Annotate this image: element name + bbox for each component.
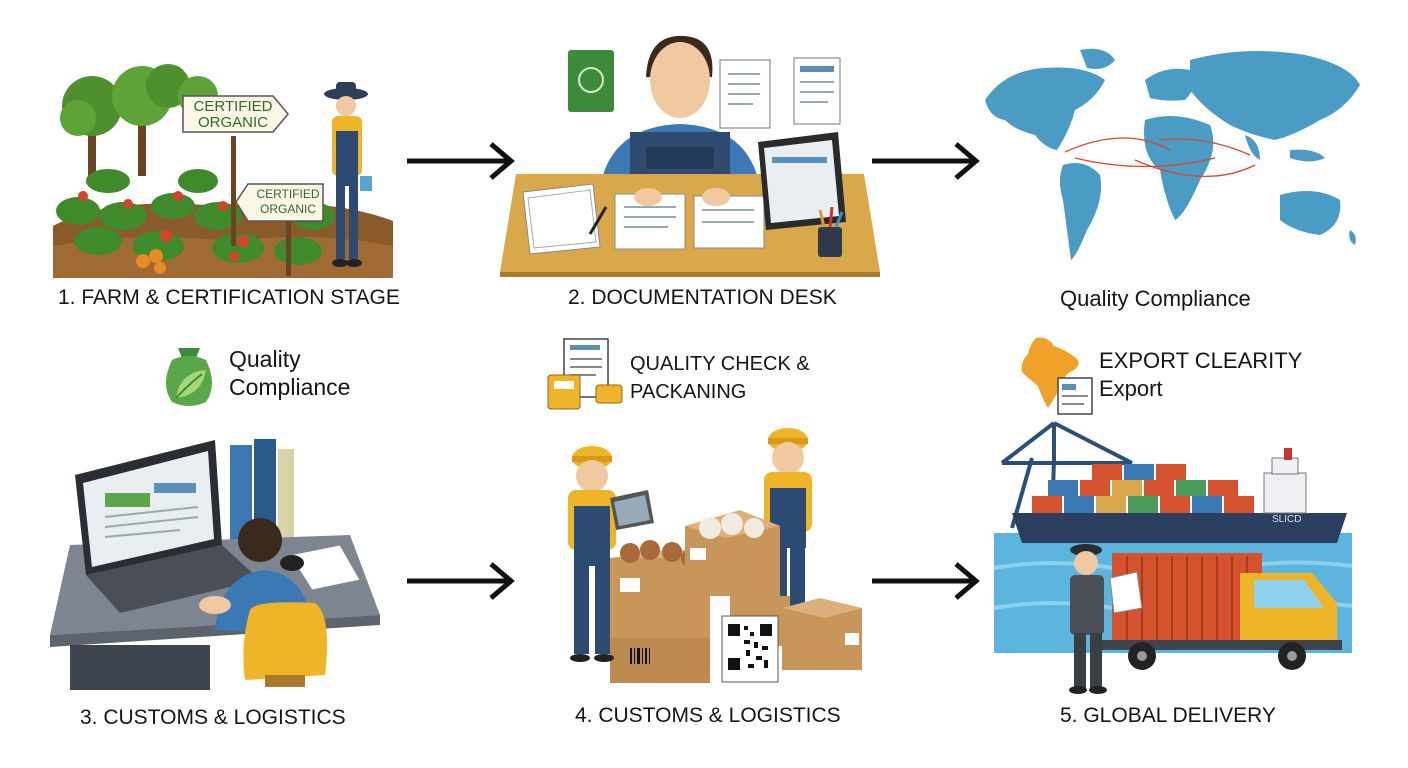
quality-callout-line2: Compliance (229, 374, 351, 400)
step-6-label: 5. GLOBAL DELIVERY (1060, 704, 1276, 727)
customs-office-scene (50, 435, 390, 690)
step-5-label: 4. CUSTOMS & LOGISTICS (575, 704, 841, 727)
check-callout-line1: QUALITY CHECK & (630, 353, 810, 375)
arrow-2-to-3 (872, 142, 980, 180)
quality-check-callout: QUALITY CHECK & PACKANING (630, 350, 810, 406)
farm-scene: CERTIFIED ORGANIC CERTIFIED ORGANIC (48, 56, 398, 281)
port-delivery-scene: SLICD (992, 418, 1364, 698)
certified-organic-sign-top: CERTIFIED ORGANIC (193, 98, 273, 131)
india-map-icon (1021, 337, 1093, 415)
export-clearity-callout: EXPORT CLEARITY Export (1099, 347, 1302, 403)
quality-compliance-callout: Quality Compliance (229, 345, 350, 401)
export-callout-line1: EXPORT CLEARITY (1099, 348, 1303, 373)
step-1-label: 1. FARM & CERTIFICATION STAGE (58, 286, 400, 309)
ship-name-label: SLICD (1272, 514, 1302, 525)
certified-organic-sign-bottom: CERTIFIED ORGANIC (256, 187, 320, 216)
packaging-scene (550, 428, 880, 688)
arrow-4-to-5 (872, 562, 980, 600)
checklist-icon (547, 338, 623, 410)
export-callout-line2: Export (1099, 376, 1163, 401)
world-map-scene (975, 40, 1365, 272)
quality-callout-line1: Quality (229, 346, 301, 372)
check-callout-line2: PACKANING (630, 381, 747, 403)
documentation-desk-scene (498, 32, 882, 277)
step-2-label: 2. DOCUMENTATION DESK (568, 286, 837, 309)
step-3-label: Quality Compliance (1060, 286, 1251, 311)
leaf-bag-icon (166, 348, 212, 406)
arrow-3-to-4 (407, 562, 515, 600)
arrow-1-to-2 (407, 142, 515, 180)
step-4-label: 3. CUSTOMS & LOGISTICS (80, 706, 346, 729)
